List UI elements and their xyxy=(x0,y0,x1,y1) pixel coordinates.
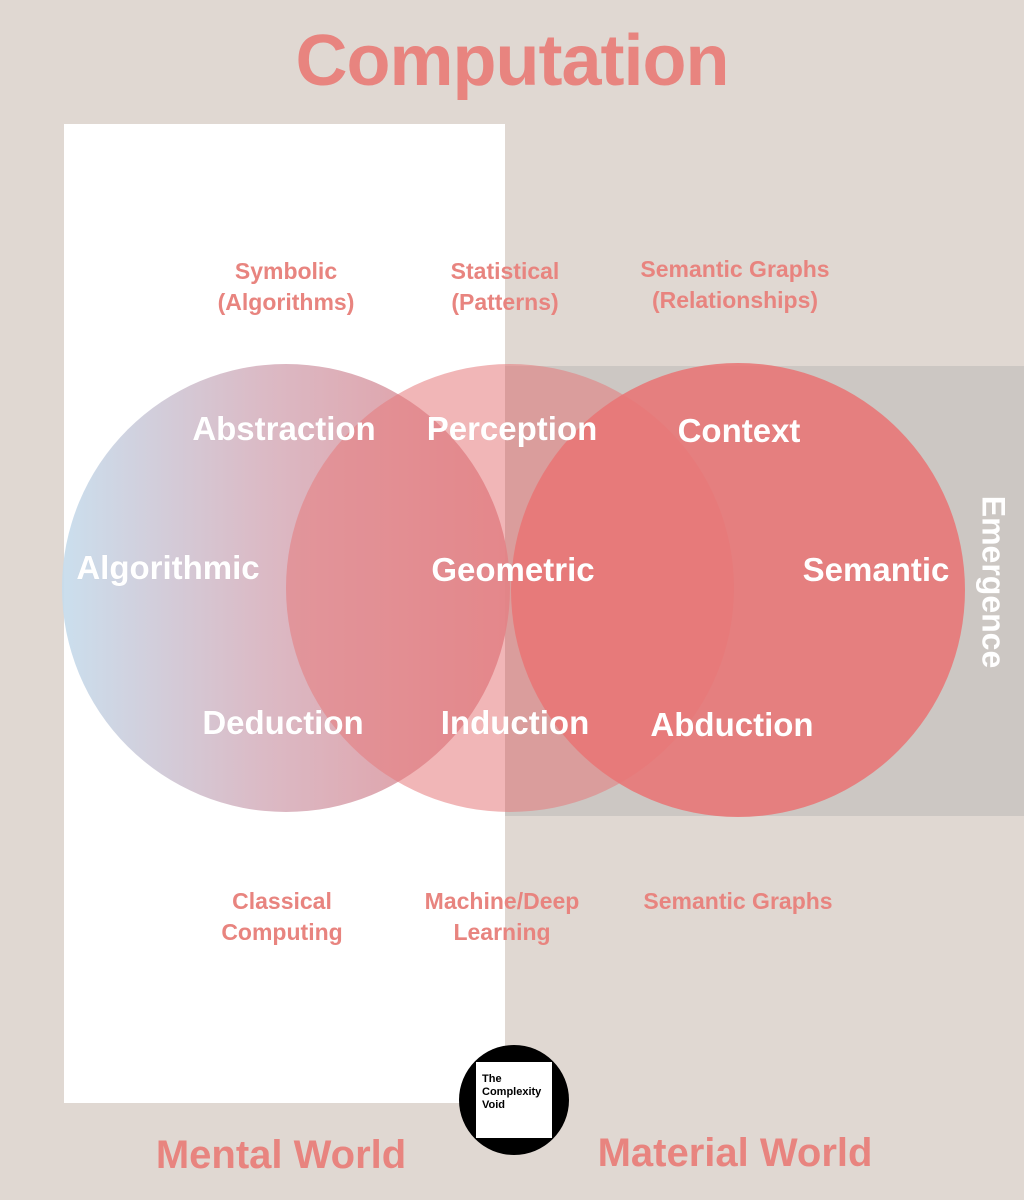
label-algorithmic: Algorithmic xyxy=(76,549,260,586)
label-semantic-graphs-bottom: Semantic Graphs xyxy=(643,888,833,914)
label-geometric: Geometric xyxy=(431,551,595,588)
label-classical-computing: Classical Computing xyxy=(221,888,343,945)
complexity-void-logo: The Complexity Void xyxy=(459,1045,569,1155)
circle-semantic xyxy=(511,363,965,817)
label-context: Context xyxy=(677,412,801,449)
label-emergence: Emergence xyxy=(975,495,1012,669)
label-deduction: Deduction xyxy=(202,704,364,741)
logo-square: The Complexity Void xyxy=(476,1062,552,1138)
label-semantic: Semantic xyxy=(802,551,950,588)
page-title: Computation xyxy=(295,21,730,101)
label-perception: Perception xyxy=(426,410,598,447)
logo-text: The Complexity Void xyxy=(482,1073,542,1111)
label-symbolic: Symbolic (Algorithms) xyxy=(217,258,355,315)
label-statistical: Statistical (Patterns) xyxy=(450,258,560,315)
label-machine-learning: Machine/Deep Learning xyxy=(424,888,580,945)
label-abstraction: Abstraction xyxy=(192,410,376,447)
label-semantic-graphs-top: Semantic Graphs (Relationships) xyxy=(640,256,830,313)
label-material-world: Material World xyxy=(597,1131,873,1175)
label-abduction: Abduction xyxy=(650,706,814,743)
label-induction: Induction xyxy=(440,704,590,741)
label-mental-world: Mental World xyxy=(155,1133,407,1177)
